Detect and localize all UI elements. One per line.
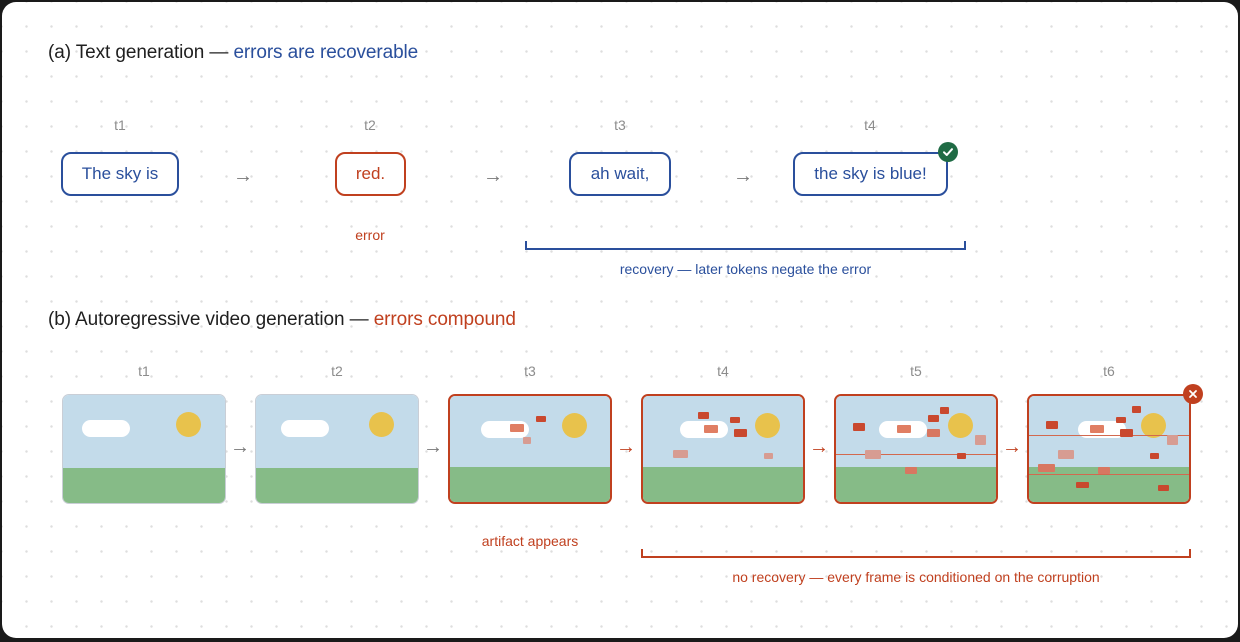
frame-step-label: t5	[910, 363, 922, 379]
check-circle-icon	[938, 142, 958, 162]
video-frame	[255, 394, 419, 504]
artifact-patch	[1046, 421, 1058, 429]
scanline-artifact	[836, 454, 996, 455]
recovery-bracket	[525, 241, 966, 250]
token-box: the sky is blue!	[793, 152, 948, 196]
ground	[63, 468, 225, 503]
artifact-patch	[1058, 450, 1074, 459]
artifact-patch	[957, 453, 966, 459]
scanline-artifact	[1029, 435, 1189, 436]
artifact-label: artifact appears	[481, 533, 579, 549]
artifact-patch	[975, 435, 986, 445]
cloud	[82, 420, 130, 437]
artifact-patch	[734, 429, 747, 437]
artifact-patch	[940, 407, 949, 414]
arrow-icon: →	[423, 436, 443, 458]
artifact-patch	[536, 416, 546, 422]
artifact-patch	[698, 412, 709, 419]
artifact-patch	[853, 423, 865, 431]
frame-step-label: t2	[331, 363, 343, 379]
artifact-patch	[865, 450, 881, 459]
artifact-patch	[1090, 425, 1104, 433]
arrow-icon: →	[483, 165, 503, 187]
video-frame	[62, 394, 226, 504]
artifact-patch	[905, 467, 917, 474]
section-b-heading: (b) Autoregressive video generation — er…	[48, 309, 516, 331]
ground	[643, 467, 803, 502]
artifact-patch	[1158, 485, 1169, 491]
sky	[450, 396, 610, 471]
artifact-patch	[510, 424, 524, 432]
x-circle-icon	[1183, 384, 1203, 404]
sun	[755, 413, 780, 438]
arrow-icon: →	[233, 165, 253, 187]
artifact-patch	[1076, 482, 1089, 488]
artifact-patch	[1098, 467, 1110, 474]
sun	[176, 412, 201, 437]
artifact-patch	[1120, 429, 1133, 437]
artifact-patch	[704, 425, 718, 433]
corrupted-video-frame	[834, 394, 998, 504]
artifact-patch	[927, 429, 940, 437]
ground	[450, 467, 610, 502]
arrow-icon: →	[733, 165, 753, 187]
cloud	[281, 420, 329, 437]
artifact-patch	[523, 437, 531, 444]
corrupted-video-frame	[641, 394, 805, 504]
corrupted-video-frame	[448, 394, 612, 504]
arrow-icon: →	[230, 436, 250, 458]
section-a-highlight: errors are recoverable	[233, 42, 419, 63]
frame-step-label: t6	[1103, 363, 1115, 379]
sun	[1141, 413, 1166, 438]
frame-step-label: t1	[138, 363, 150, 379]
sun	[562, 413, 587, 438]
sun	[369, 412, 394, 437]
sun	[948, 413, 973, 438]
text-step-label: t2	[364, 117, 376, 133]
frame-step-label: t3	[524, 363, 536, 379]
scanline-artifact	[1029, 474, 1189, 475]
text-step-label: t1	[114, 117, 126, 133]
arrow-icon: →	[1002, 436, 1022, 458]
section-b-prefix: (b) Autoregressive video generation —	[48, 309, 374, 330]
corrupted-video-frame	[1027, 394, 1191, 504]
text-step-label: t3	[614, 117, 626, 133]
section-b-highlight: errors compound	[373, 309, 516, 330]
error-token-box: red.	[335, 152, 406, 196]
artifact-patch	[897, 425, 911, 433]
artifact-patch	[1150, 453, 1159, 459]
artifact-patch	[673, 450, 688, 458]
section-a-heading: (a) Text generation — errors are recover…	[48, 42, 418, 64]
frame-step-label: t4	[717, 363, 729, 379]
recovery-label: recovery — later tokens negate the error	[619, 261, 872, 277]
artifact-patch	[1132, 406, 1141, 413]
text-step-label: t4	[864, 117, 876, 133]
arrow-icon: →	[616, 436, 636, 458]
arrow-icon: →	[809, 436, 829, 458]
artifact-patch	[1167, 435, 1178, 445]
sky	[256, 395, 418, 470]
token-box: The sky is	[61, 152, 179, 196]
error-label: error	[355, 227, 385, 243]
artifact-patch	[730, 417, 740, 423]
ground	[256, 468, 418, 503]
artifact-patch	[1038, 464, 1055, 472]
artifact-patch	[764, 453, 773, 459]
no-recovery-bracket	[641, 549, 1191, 558]
artifact-patch	[928, 415, 939, 422]
section-a-prefix: (a) Text generation —	[48, 42, 234, 63]
no-recovery-label: no recovery — every frame is conditioned…	[732, 569, 1100, 585]
artifact-patch	[1116, 417, 1126, 423]
token-box: ah wait,	[569, 152, 671, 196]
